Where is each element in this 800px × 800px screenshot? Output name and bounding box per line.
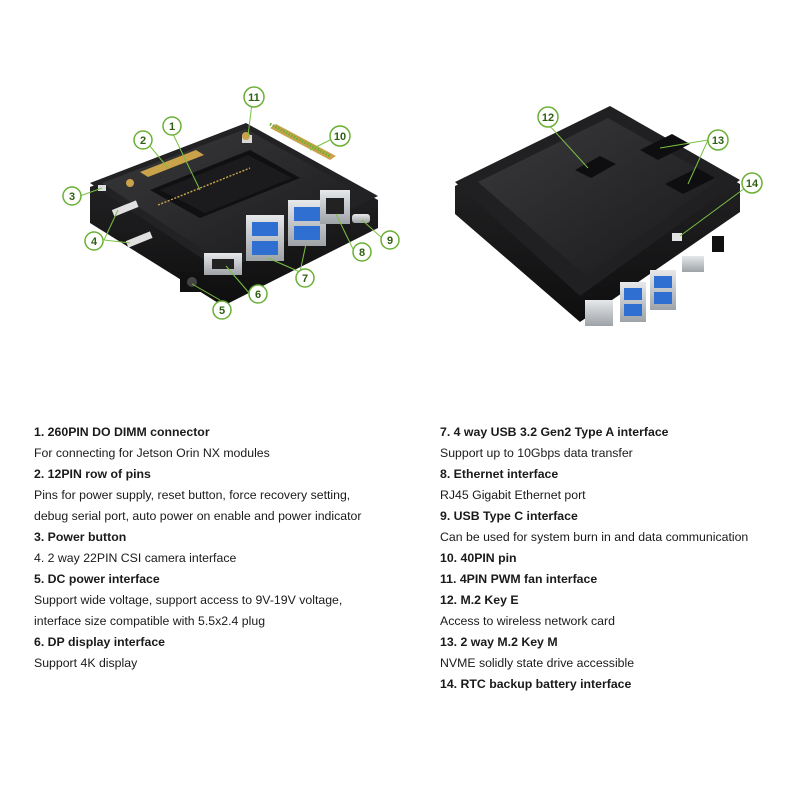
svg-text:2: 2 xyxy=(140,135,146,147)
carrier-board-front xyxy=(90,122,378,306)
legend-description: For connecting for Jetson Orin NX module… xyxy=(34,446,270,460)
legend-description: Access to wireless network card xyxy=(440,614,615,628)
legend-heading: 9. USB Type C interface xyxy=(440,509,578,523)
board-images: 1 2 3 4 5 6 7 8 9 10 11 12 13 14 xyxy=(62,86,763,326)
csi-connector xyxy=(111,200,139,217)
svg-text:8: 8 xyxy=(359,247,365,259)
legend-heading: 3. Power button xyxy=(34,530,127,544)
usb-port xyxy=(252,241,278,255)
svg-text:9: 9 xyxy=(387,235,393,247)
board-illustration: 1 2 3 4 5 6 7 8 9 10 11 12 13 14 xyxy=(62,86,763,326)
legend-description: Support wide voltage, support access to … xyxy=(34,593,343,607)
callouts-right: 12 13 14 xyxy=(537,106,763,194)
legend-heading: 13. 2 way M.2 Key M xyxy=(440,635,558,649)
usb-port xyxy=(624,288,642,300)
callout-11: 11 xyxy=(243,86,265,108)
usb-c-port xyxy=(352,214,370,223)
svg-text:12: 12 xyxy=(542,112,554,124)
legend-description: NVME solidly state drive accessible xyxy=(440,656,635,670)
usb-port xyxy=(654,276,672,288)
callout-12: 12 xyxy=(537,106,559,128)
svg-text:3: 3 xyxy=(69,191,75,203)
csi-connector xyxy=(125,231,153,248)
callout-lines-right xyxy=(547,123,746,237)
callout-13: 13 xyxy=(707,129,729,151)
callout-2: 2 xyxy=(133,130,153,150)
callout-lines-left xyxy=(79,102,383,301)
callout-5: 5 xyxy=(212,300,232,320)
svg-text:7: 7 xyxy=(302,273,308,285)
callout-3: 3 xyxy=(62,186,82,206)
pin-header-12 xyxy=(140,150,204,177)
standoff xyxy=(126,179,134,187)
usb-port xyxy=(294,207,320,221)
callout-7: 7 xyxy=(295,268,315,288)
callout-14: 14 xyxy=(741,172,763,194)
svg-text:1: 1 xyxy=(169,121,175,133)
legend-heading: 2. 12PIN row of pins xyxy=(34,467,151,481)
legend-heading: 7. 4 way USB 3.2 Gen2 Type A interface xyxy=(440,425,669,439)
svg-text:6: 6 xyxy=(255,289,261,301)
callout-8: 8 xyxy=(352,242,372,262)
legend-heading: 12. M.2 Key E xyxy=(440,593,519,607)
m2-key-m-slot xyxy=(665,168,715,194)
usb-port xyxy=(252,222,278,236)
ethernet-port xyxy=(585,300,613,326)
ethernet-hole xyxy=(326,198,344,214)
carrier-board-back xyxy=(455,106,740,326)
dc-jack xyxy=(712,236,724,252)
usb-port xyxy=(294,226,320,240)
legend-description: Support up to 10Gbps data transfer xyxy=(440,446,633,460)
svg-text:10: 10 xyxy=(334,131,346,143)
m2-key-e-slot xyxy=(575,156,616,178)
callout-9: 9 xyxy=(380,230,400,250)
legend-description: interface size compatible with 5.5x2.4 p… xyxy=(34,614,266,628)
legend-description: Pins for power supply, reset button, for… xyxy=(34,488,351,502)
svg-text:4: 4 xyxy=(91,236,98,248)
dp-port xyxy=(682,256,704,272)
svg-text:14: 14 xyxy=(746,178,759,190)
dc-jack-hole xyxy=(187,277,197,287)
legend-heading: 11. 4PIN PWM fan interface xyxy=(440,572,598,586)
legend-description: debug serial port, auto power on enable … xyxy=(34,509,362,523)
svg-text:13: 13 xyxy=(712,135,724,147)
usb-port xyxy=(624,304,642,316)
legend-description: Can be used for system burn in and data … xyxy=(440,530,749,544)
dimm-contacts xyxy=(157,167,251,206)
usb-port xyxy=(654,292,672,304)
svg-text:5: 5 xyxy=(219,305,225,317)
legend-heading: 1. 260PIN DO DIMM connector xyxy=(34,425,210,439)
callout-1: 1 xyxy=(162,116,182,136)
rtc-connector xyxy=(672,233,682,241)
legend-description: RJ45 Gigabit Ethernet port xyxy=(440,488,586,502)
callout-4: 4 xyxy=(84,231,104,251)
legend-heading: 8. Ethernet interface xyxy=(440,467,559,481)
dp-port-hole xyxy=(212,259,234,269)
legend-description: Support 4K display xyxy=(34,656,138,670)
callout-10: 10 xyxy=(329,125,351,147)
callouts-left: 1 2 3 4 5 6 7 8 9 10 11 xyxy=(62,86,400,320)
legend-heading: 6. DP display interface xyxy=(34,635,165,649)
svg-text:11: 11 xyxy=(248,92,260,104)
dimm-inner xyxy=(160,155,292,213)
legend-heading: 10. 40PIN pin xyxy=(440,551,517,565)
pin-header-40-green xyxy=(269,122,331,158)
legend-heading: 14. RTC backup battery interface xyxy=(440,677,632,691)
legend-heading: 5. DC power interface xyxy=(34,572,160,586)
legend-description: 4. 2 way 22PIN CSI camera interface xyxy=(34,551,237,565)
callout-6: 6 xyxy=(248,284,268,304)
